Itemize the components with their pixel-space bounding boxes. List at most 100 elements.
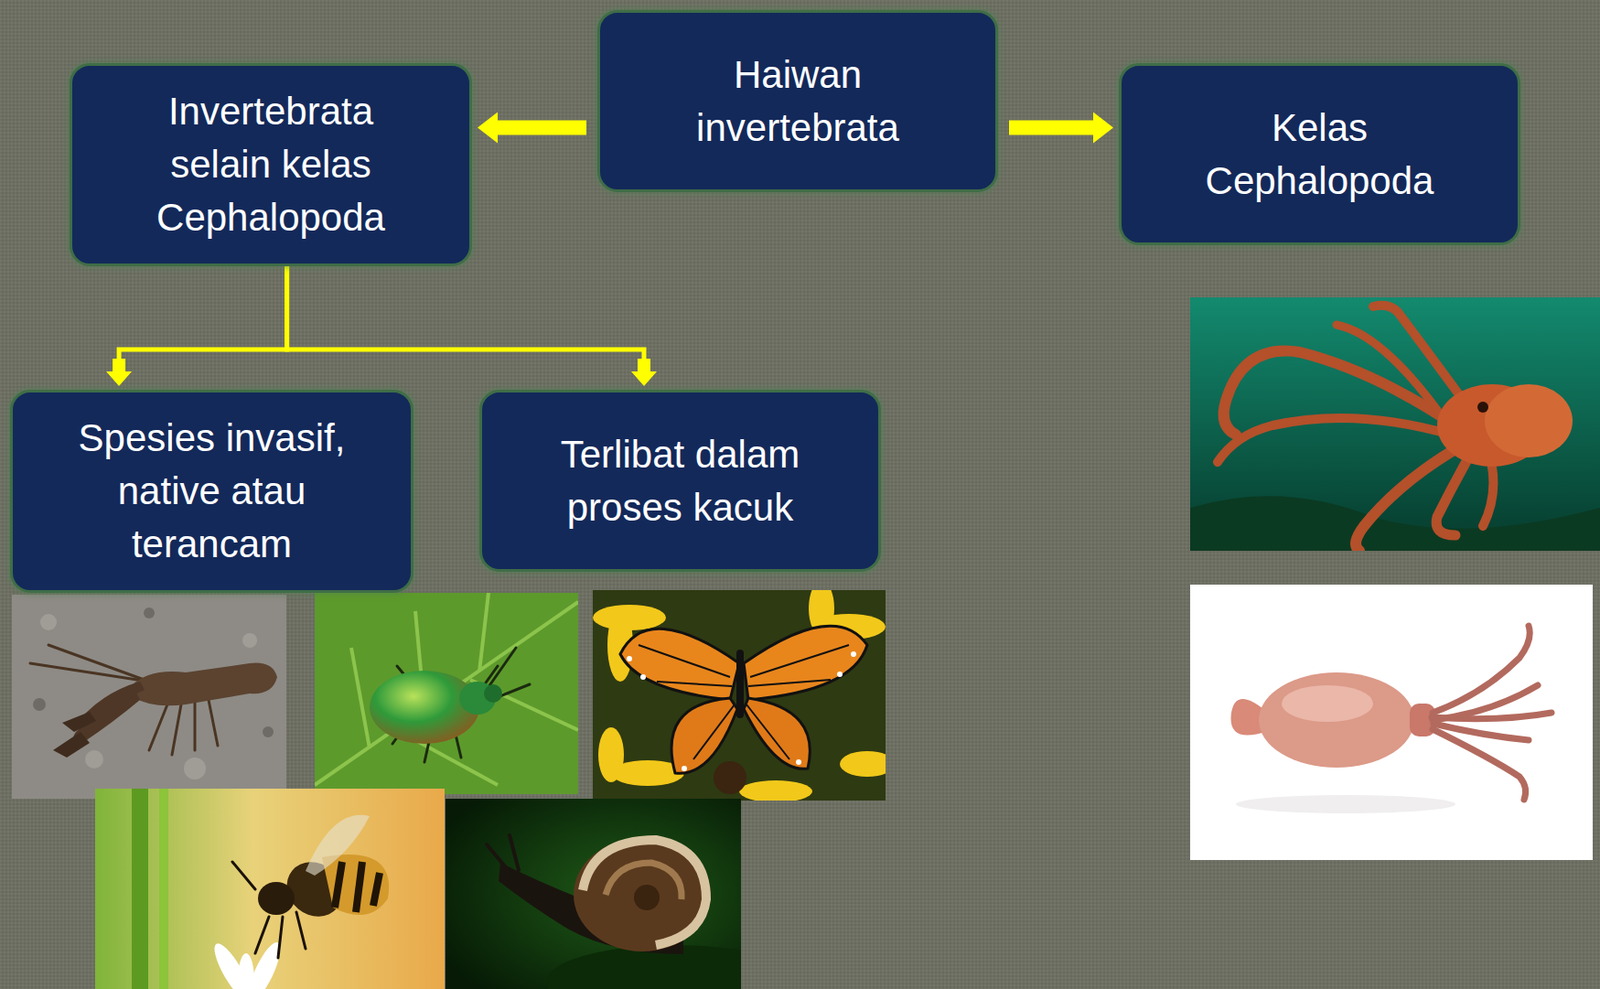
snail-photo-part-part <box>509 835 519 870</box>
butterfly-photo-part-part <box>839 751 895 777</box>
butterfly-photo-part-part <box>739 780 813 803</box>
butterfly-photo-part <box>592 580 895 803</box>
butterfly-photo-part <box>713 761 747 795</box>
butterfly-photo-part-part <box>620 628 740 700</box>
squid-photo-part-part <box>1432 729 1526 800</box>
squid-photo-part <box>1190 584 1593 860</box>
crayfish-photo-part <box>11 594 287 799</box>
crayfish-photo-part-part <box>40 613 57 631</box>
snail-photo-part <box>486 835 519 872</box>
butterfly-photo-part <box>736 649 744 719</box>
butterfly-photo-part-part <box>681 765 688 772</box>
butterfly-photo-part-part <box>750 644 849 677</box>
bee-photo-part-part <box>255 916 269 954</box>
butterfly-photo-part-part <box>598 727 624 783</box>
snail-photo-part <box>573 837 711 952</box>
butterfly-photo <box>592 580 895 803</box>
bee-photo-part <box>305 815 370 876</box>
bee-photo-part <box>208 938 287 989</box>
octopus-photo-part <box>1477 401 1489 413</box>
box-label: Invertebrata selain kelas Cephalopoda <box>118 85 425 245</box>
crayfish-photo-part-part <box>149 704 168 751</box>
concept-box: Haiwan invertebrata <box>597 10 999 193</box>
bee-photo <box>95 788 445 989</box>
crayfish-photo-part-part <box>32 697 46 711</box>
octopus-photo-part-part <box>1336 324 1442 417</box>
snail-photo-part <box>445 798 803 989</box>
crayfish-photo-part-part <box>143 607 155 619</box>
snail-photo-part-part <box>486 844 510 872</box>
bee-photo-part-part <box>232 861 256 890</box>
squid-photo-part <box>1235 794 1456 814</box>
squid-photo-part <box>1190 584 1593 860</box>
crayfish-photo-part-part <box>171 704 182 755</box>
crayfish-photo-part <box>130 663 278 707</box>
arrow-connector <box>287 266 645 359</box>
bee-photo-part-part <box>237 953 255 989</box>
octopus-photo-part <box>1190 297 1600 551</box>
octopus-photo-part-part <box>1217 418 1451 462</box>
butterfly-photo-part <box>620 625 868 774</box>
beetle-photo-part <box>314 592 579 795</box>
butterfly-photo-part-part <box>671 697 738 774</box>
box-label: Spesies invasif, native atau terancam <box>58 411 366 571</box>
arrow-connector <box>497 120 587 136</box>
snail-photo <box>445 798 803 989</box>
octopus-photo-part <box>1484 384 1573 458</box>
squid-photo-part <box>1281 685 1374 722</box>
bee-photo-part <box>322 854 389 915</box>
beetle-photo-part <box>483 684 503 703</box>
concept-box: Kelas Cephalopoda <box>1118 63 1521 246</box>
arrow-connector <box>1009 120 1094 136</box>
butterfly-photo-part-part <box>746 704 790 760</box>
beetle-photo-part-part <box>479 592 489 672</box>
crayfish-photo-part <box>53 731 90 758</box>
octopus-photo-part <box>1190 297 1600 551</box>
octopus-photo-part <box>1190 495 1600 551</box>
bee-photo-part <box>95 788 445 989</box>
bee-photo-part-part <box>278 916 283 958</box>
crayfish-photo-part-part <box>208 699 218 746</box>
butterfly-photo-part-part <box>626 655 633 662</box>
snail-photo-part <box>582 839 707 945</box>
crayfish-photo-part-part <box>30 663 150 682</box>
concept-box: Invertebrata selain kelas Cephalopoda <box>69 63 473 267</box>
squid-photo-part <box>1258 672 1415 768</box>
butterfly-photo-part-part <box>850 651 857 657</box>
octopus-photo <box>1190 297 1600 551</box>
squid-photo <box>1190 584 1593 860</box>
crayfish-photo-part-part <box>242 633 258 648</box>
beetle-photo-part-part <box>314 601 579 785</box>
concept-box: Terlibat dalam proses kacuk <box>479 389 881 572</box>
crayfish-photo-part <box>62 711 97 732</box>
butterfly-photo-part <box>626 651 857 772</box>
bee-photo-part-part <box>373 872 380 906</box>
butterfly-photo-part <box>592 590 886 801</box>
bee-photo-part <box>334 861 380 913</box>
butterfly-photo-part-part <box>656 681 732 687</box>
butterfly-photo-part-part <box>795 759 802 765</box>
butterfly-photo-part <box>592 580 895 803</box>
squid-photo-part-part <box>1431 712 1552 720</box>
butterfly-photo-part <box>638 644 849 760</box>
butterfly-photo-part-part <box>748 679 831 687</box>
butterfly-photo-part-part <box>837 671 843 677</box>
concept-box: Spesies invasif, native atau terancam <box>10 389 414 593</box>
butterfly-photo-part-part <box>693 704 735 760</box>
butterfly-photo-part-part <box>638 644 731 677</box>
crayfish-photo-part-part <box>262 726 274 738</box>
beetle-photo <box>314 592 579 795</box>
crayfish-photo-part-part <box>48 644 150 682</box>
squid-photo-part <box>1431 625 1552 800</box>
butterfly-photo-part-part <box>640 674 646 680</box>
bee-photo-part <box>159 788 169 989</box>
arrow-connector <box>118 266 288 359</box>
crayfish-photo <box>11 594 287 799</box>
box-label: Kelas Cephalopoda <box>1166 101 1473 208</box>
crayfish-photo-part-part <box>85 750 104 769</box>
bee-photo-part <box>131 788 149 989</box>
beetle-photo-part <box>314 592 579 785</box>
crayfish-photo-part <box>11 594 287 799</box>
butterfly-photo-part-part <box>743 625 868 700</box>
